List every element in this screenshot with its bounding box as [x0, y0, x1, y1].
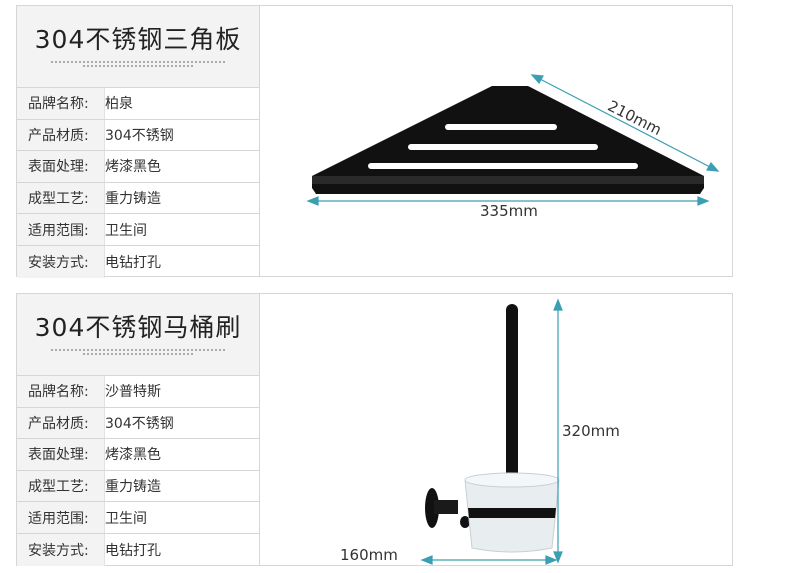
spec-label: 安装方式: [17, 245, 105, 278]
decorative-fine-print [50, 61, 226, 64]
spec-row: 表面处理:烤漆黑色 [17, 439, 259, 471]
spec-value: 电钻打孔 [105, 254, 161, 271]
spec-row: 品牌名称:柏泉 [17, 88, 259, 120]
spec-value: 卫生间 [105, 222, 147, 239]
spec-row: 成型工艺:重力铸造 [17, 470, 259, 503]
product-title-box: 304不锈钢三角板 [17, 6, 259, 88]
spec-row: 安装方式:电钻打孔 [17, 245, 259, 278]
spec-value: 重力铸造 [105, 191, 161, 208]
spec-row: 适用范围:卫生间 [17, 214, 259, 246]
spec-value: 电钻打孔 [105, 542, 161, 559]
product-card-toilet-brush: 304不锈钢马桶刷 品牌名称:沙普特斯 产品材质:304不锈钢 表面处理:烤漆黑… [16, 293, 733, 566]
product-card-corner-shelf: 304不锈钢三角板 品牌名称:柏泉 产品材质:304不锈钢 表面处理:烤漆黑色 … [16, 5, 733, 278]
spec-label: 成型工艺: [17, 470, 105, 502]
spec-label: 品牌名称: [17, 88, 105, 119]
spec-row: 表面处理:烤漆黑色 [17, 151, 259, 183]
spec-label: 适用范围: [17, 502, 105, 533]
brush-handle [506, 304, 518, 490]
dimension-label-width: 335mm [480, 202, 538, 220]
dimension-line-height [553, 298, 563, 564]
spec-value: 柏泉 [105, 96, 133, 113]
shelf-slot [368, 163, 638, 169]
spec-panel: 304不锈钢马桶刷 品牌名称:沙普特斯 产品材质:304不锈钢 表面处理:烤漆黑… [17, 294, 260, 566]
product-image-area: 335mm 210mm [260, 6, 732, 276]
dimension-label-depth: 160mm [340, 546, 398, 564]
spec-label: 适用范围: [17, 214, 105, 245]
wall-mount-plate [425, 488, 439, 528]
spec-label: 产品材质: [17, 119, 105, 151]
spec-row: 产品材质:304不锈钢 [17, 407, 259, 440]
shelf-slot [408, 144, 598, 150]
spec-panel: 304不锈钢三角板 品牌名称:柏泉 产品材质:304不锈钢 表面处理:烤漆黑色 … [17, 6, 260, 278]
spec-row: 安装方式:电钻打孔 [17, 533, 259, 566]
spec-value: 沙普特斯 [105, 384, 161, 401]
spec-label: 表面处理: [17, 151, 105, 182]
spec-value: 304不锈钢 [105, 415, 174, 432]
spec-label: 表面处理: [17, 439, 105, 470]
product-image-area: 320mm 160mm [260, 294, 732, 565]
corner-shelf-illustration: 335mm 210mm [306, 74, 720, 220]
spec-label: 安装方式: [17, 533, 105, 566]
spec-value: 烤漆黑色 [105, 159, 161, 176]
spec-label: 品牌名称: [17, 376, 105, 407]
wall-mount-arm [434, 500, 458, 514]
spec-label: 成型工艺: [17, 182, 105, 214]
spec-value: 重力铸造 [105, 479, 161, 496]
product-title-box: 304不锈钢马桶刷 [17, 294, 259, 376]
shelf-front-edge [312, 176, 704, 184]
dimension-line-depth [420, 555, 558, 565]
decorative-fine-print [50, 349, 226, 352]
spec-row: 品牌名称:沙普特斯 [17, 376, 259, 408]
decorative-fine-print [83, 65, 193, 68]
cup-holder-ring [468, 508, 556, 518]
spec-value: 烤漆黑色 [105, 447, 161, 464]
spec-label: 产品材质: [17, 407, 105, 439]
spec-row: 适用范围:卫生间 [17, 502, 259, 534]
spec-row: 产品材质:304不锈钢 [17, 119, 259, 152]
dimension-line-width [306, 196, 710, 206]
spec-value: 304不锈钢 [105, 127, 174, 144]
decorative-fine-print [83, 353, 193, 356]
dimension-label-height: 320mm [562, 422, 620, 440]
product-title: 304不锈钢马桶刷 [34, 312, 242, 342]
spec-value: 卫生间 [105, 510, 147, 527]
toilet-brush-illustration: 320mm 160mm [340, 298, 620, 565]
spec-row: 成型工艺:重力铸造 [17, 182, 259, 215]
product-title: 304不锈钢三角板 [34, 24, 242, 54]
shelf-slot [445, 124, 557, 130]
mount-screw [460, 516, 470, 528]
dimension-line-depth [530, 74, 720, 172]
cup-rim [464, 472, 560, 488]
